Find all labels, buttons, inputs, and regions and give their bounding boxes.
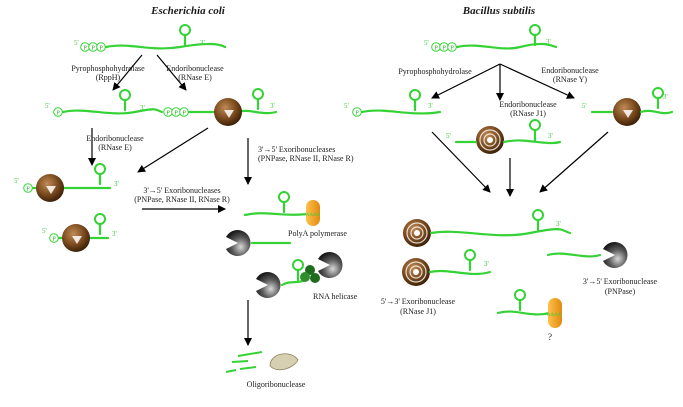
polya-polymerase-shape: [306, 200, 320, 226]
ecoli-oligoribonuclease: [225, 351, 299, 373]
ecoli-exonuclease-1: [226, 230, 292, 256]
label-endoribonuclease-2: Endoribonuclease: [86, 134, 144, 143]
arrow-diagonal-left: [137, 127, 209, 173]
svg-text:3': 3': [112, 230, 117, 238]
svg-text:AAAA: AAAA: [547, 313, 562, 318]
ecoli-fragment-2: 5' 3': [42, 212, 117, 252]
label-pyrophosphohydrolase: Pyrophosphohydrolase: [71, 64, 145, 73]
bsub-primary-transcript: 5' 3': [424, 23, 558, 53]
label-b-pyrophosphohydrolase: Pyrophosphohydrolase: [398, 67, 472, 76]
ecoli-monophosphorylated-rna: 5' 3': [45, 88, 164, 118]
svg-text:3': 3': [484, 260, 489, 268]
svg-text:3': 3': [200, 39, 205, 47]
label-rnase-j1: (RNase J1): [510, 109, 546, 118]
arrow-b-pyro: [431, 63, 501, 99]
svg-text:5': 5': [45, 102, 50, 110]
arrow-b-conv-3: [539, 131, 609, 193]
bsub-monophosphorylated-rna: 5' 3': [344, 88, 442, 118]
svg-text:5': 5': [424, 39, 429, 47]
svg-text:3': 3': [556, 220, 561, 228]
svg-text:3': 3': [140, 104, 145, 112]
label-exo-3to5-b: 3'→5' Exoribonucleases: [143, 186, 220, 195]
bsub-rnase-y-cleavage: 5' 3': [582, 86, 674, 126]
svg-text:3': 3': [548, 132, 553, 140]
svg-text:5': 5': [344, 102, 349, 110]
ecoli-exonuclease-2: [256, 258, 307, 298]
arrow-rnase-e-top: [156, 54, 187, 91]
svg-text:3': 3': [270, 102, 275, 110]
label-unknown: ?: [548, 332, 552, 342]
label-exo-3to5-b-enzymes: (PNPase, RNase II, RNase R): [134, 195, 230, 204]
bsub-polya-unknown: AAAA: [496, 288, 562, 328]
label-exo-3to5-b-sub: 3'→5' Exoribonuclease: [583, 277, 658, 286]
label-exo-3to5-a-enzymes: (PNPase, RNase II, RNase R): [258, 154, 354, 163]
ecoli-fragment-1: 5' 3': [14, 162, 119, 202]
label-rpph: (RppH): [96, 73, 121, 82]
label-exo-5to3-enzyme: (RNase J1): [400, 307, 436, 316]
svg-text:5': 5': [14, 177, 19, 185]
label-rna-helicase: RNA helicase: [313, 292, 358, 301]
arrow-b-conv-1: [431, 131, 491, 193]
label-b-endoribonuclease-y: Endoribonuclease: [541, 66, 599, 75]
ecoli-primary-transcript: 5' 3': [74, 23, 227, 53]
title-ecoli: Escherichia coli: [150, 5, 226, 17]
arrow-b-y: [499, 63, 575, 99]
label-rnase-e: (RNase E): [178, 73, 212, 82]
label-endoribonuclease: Endoribonuclease: [166, 64, 224, 73]
label-rnase-y: (RNase Y): [553, 75, 587, 84]
svg-text:AAAA: AAAA: [306, 213, 321, 218]
arrow-rpph: [112, 54, 143, 91]
bsub-exo-5to3-rna: 3': [402, 208, 572, 248]
svg-text:5': 5': [74, 39, 79, 47]
bsub-pnpase: [546, 242, 628, 268]
ecoli-polya-rna: AAAA: [243, 190, 321, 226]
svg-text:3': 3': [428, 102, 433, 110]
ecoli-rna-helicase: [300, 252, 343, 283]
svg-text:5': 5': [446, 132, 451, 140]
label-polya-polymerase: PolyA polymerase: [288, 229, 347, 238]
svg-text:5': 5': [42, 227, 47, 235]
label-rnase-e-2: (RNase E): [98, 143, 132, 152]
label-b-endoribonuclease-j1: Endoribonuclease: [499, 100, 557, 109]
label-pnpase: (PNPase): [605, 287, 636, 296]
bsub-exo-5to3-rna-2: 3': [401, 248, 492, 287]
title-bsubtilis: Bacillus subtilis: [462, 5, 535, 17]
ecoli-rnase-e-cleavage: 3': [163, 87, 278, 126]
bsub-rnase-j1-endo: 5' 3': [446, 118, 562, 155]
label-oligoribonuclease: Oligoribonuclease: [247, 380, 306, 389]
label-exo-3to5-a: 3'→5' Exoribonucleases: [258, 145, 335, 154]
b-polya-shape: [548, 298, 562, 328]
label-exo-5to3: 5'→3' Exoribonuclease: [381, 297, 456, 306]
svg-text:3': 3': [546, 38, 551, 46]
svg-text:3': 3': [663, 93, 668, 101]
svg-text:3': 3': [114, 180, 119, 188]
svg-text:5': 5': [582, 102, 587, 110]
